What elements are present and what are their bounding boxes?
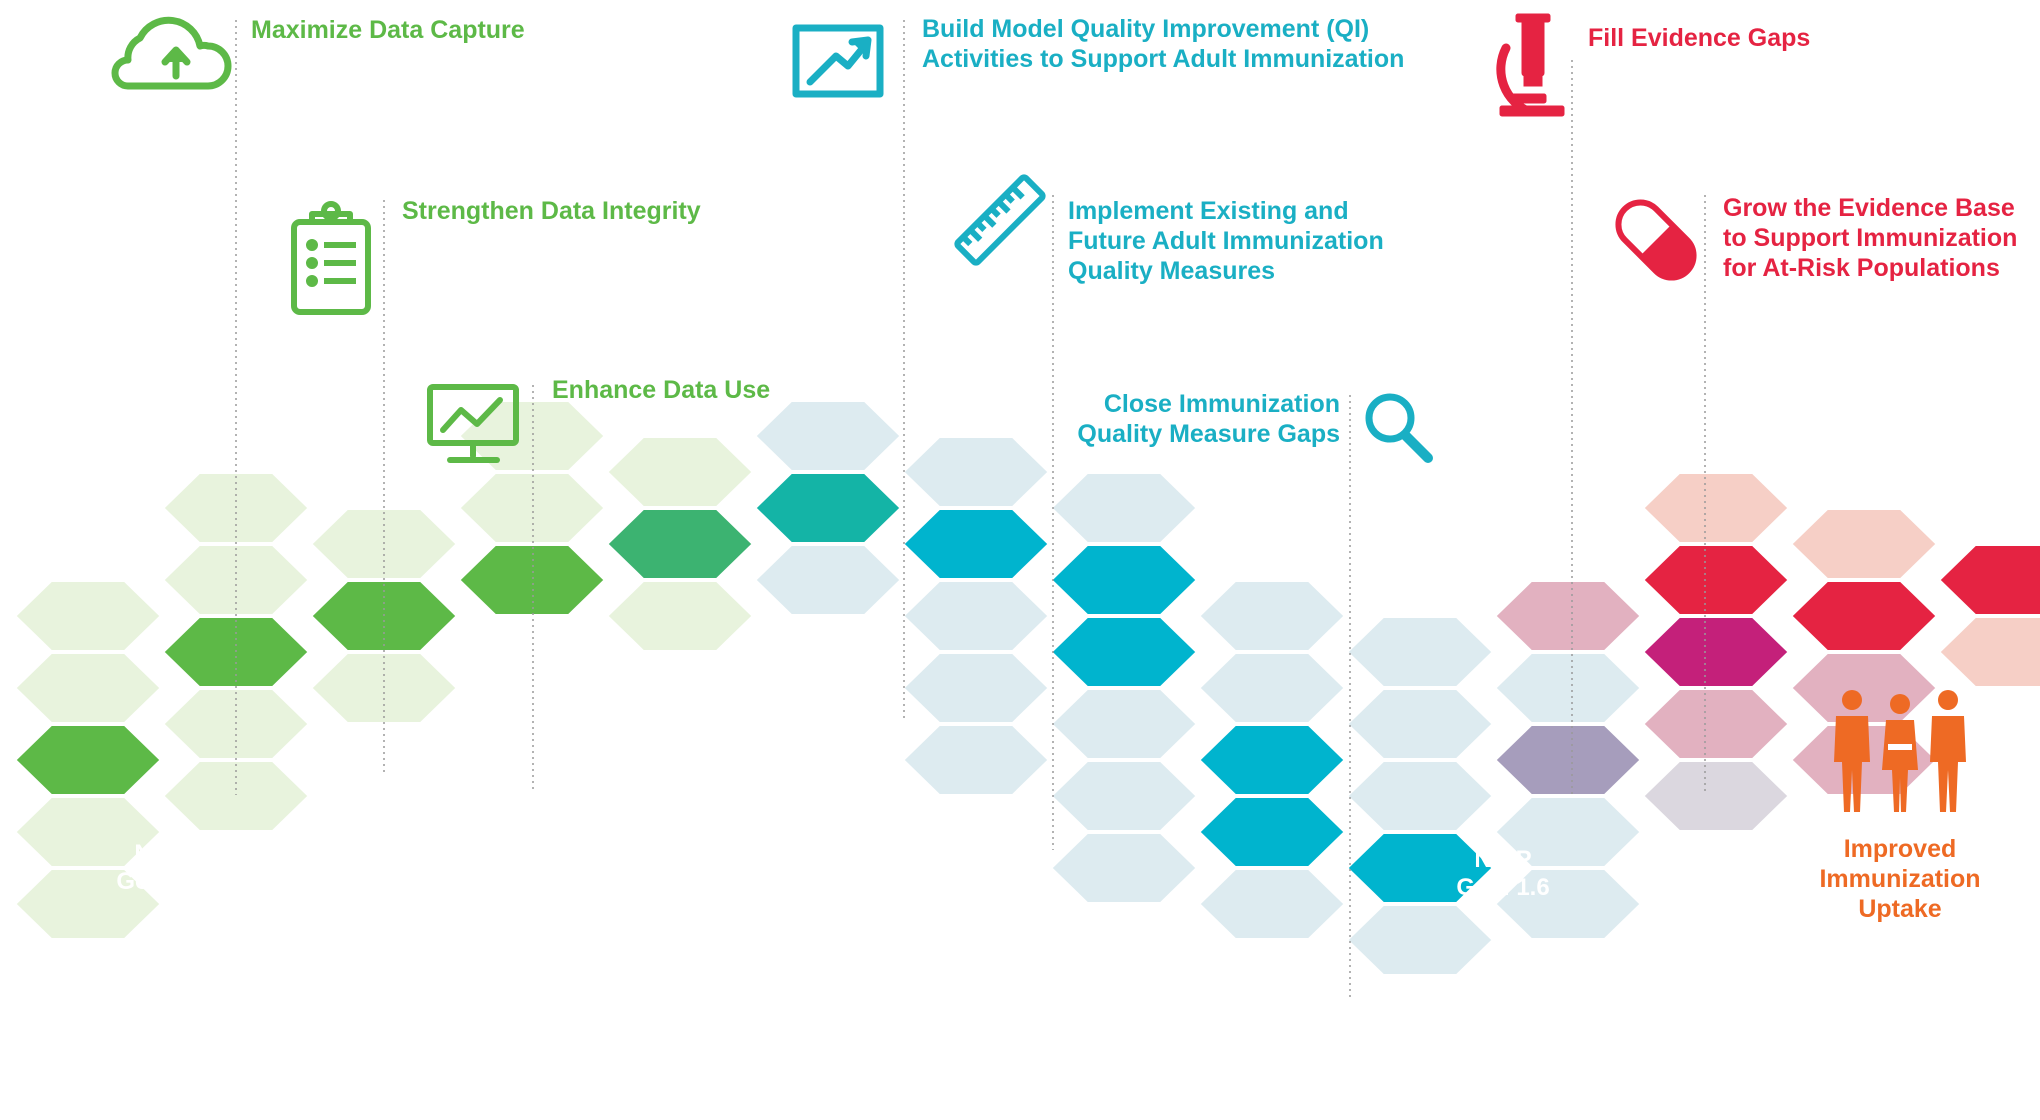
hex-cell — [455, 470, 609, 546]
hex-cell — [1195, 722, 1349, 798]
hex-cell — [899, 722, 1053, 798]
trend-chart-icon — [792, 24, 884, 98]
clipboard-icon — [291, 201, 371, 315]
hex-cell — [11, 650, 165, 726]
cloud-upload-icon — [111, 16, 232, 90]
magnifier-icon — [1365, 393, 1433, 463]
goal-1-4-hex — [11, 722, 165, 798]
strategy-build-qi-activities: Build Model Quality Improvement (QI)Acti… — [922, 15, 1405, 73]
hex-cell — [1047, 758, 1201, 834]
hex-cell — [1195, 794, 1349, 870]
hex-cell — [899, 506, 1053, 582]
hex-cell — [603, 578, 757, 654]
hex-cell — [603, 434, 757, 510]
hex-cell — [1343, 758, 1497, 834]
hex-cell — [751, 398, 905, 474]
leader-lines — [235, 20, 1706, 1000]
hex-cell — [11, 866, 165, 942]
hex-cell — [1787, 578, 1941, 654]
hex-cell — [1047, 470, 1201, 546]
hex-cell — [1195, 578, 1349, 654]
strategy-maximize-data-capture: Maximize Data Capture — [251, 16, 525, 44]
hex-grid — [11, 398, 2040, 978]
hex-cell — [455, 542, 609, 618]
hex-cell — [1787, 650, 1941, 726]
hex-cell — [1639, 758, 1793, 834]
hex-cell — [899, 578, 1053, 654]
hex-cell — [1343, 686, 1497, 762]
hex-cell — [1195, 650, 1349, 726]
hex-cell — [1639, 686, 1793, 762]
people-icon — [1834, 690, 1966, 812]
hex-cell — [1047, 542, 1201, 618]
hex-cell — [1639, 542, 1793, 618]
hex-cell — [1491, 650, 1645, 726]
hex-cell — [603, 506, 757, 582]
hex-cell — [1047, 614, 1201, 690]
hex-cell — [1047, 686, 1201, 762]
hex-cell — [1491, 866, 1645, 942]
hex-cell — [1195, 866, 1349, 942]
strategy-enhance-data-use: Enhance Data Use — [552, 376, 771, 404]
hex-cell — [1639, 470, 1793, 546]
hex-cell — [1343, 614, 1497, 690]
hex-cell — [1787, 506, 1941, 582]
hex-cell — [1047, 830, 1201, 906]
pill-icon — [1615, 199, 1697, 281]
goal-1-5-hex — [751, 470, 905, 546]
hex-cell — [899, 650, 1053, 726]
hex-cell — [751, 542, 905, 618]
strategy-fill-evidence-gaps: Fill Evidence Gaps — [1588, 24, 1811, 52]
monitor-chart-icon — [427, 384, 519, 463]
hex-cell — [159, 758, 313, 834]
hex-cell — [899, 434, 1053, 510]
strategy-strengthen-data-integrity: Strengthen Data Integrity — [402, 197, 701, 225]
hex-cell — [11, 578, 165, 654]
hex-cell — [1491, 722, 1645, 798]
hex-cell — [1343, 902, 1497, 978]
hex-cell — [1491, 578, 1645, 654]
goal-1-6-hex — [1639, 614, 1793, 690]
hex-cell — [1935, 542, 2040, 618]
microscope-icon — [1496, 13, 1565, 117]
ruler-icon — [954, 174, 1046, 266]
hex-cell — [1935, 614, 2040, 690]
